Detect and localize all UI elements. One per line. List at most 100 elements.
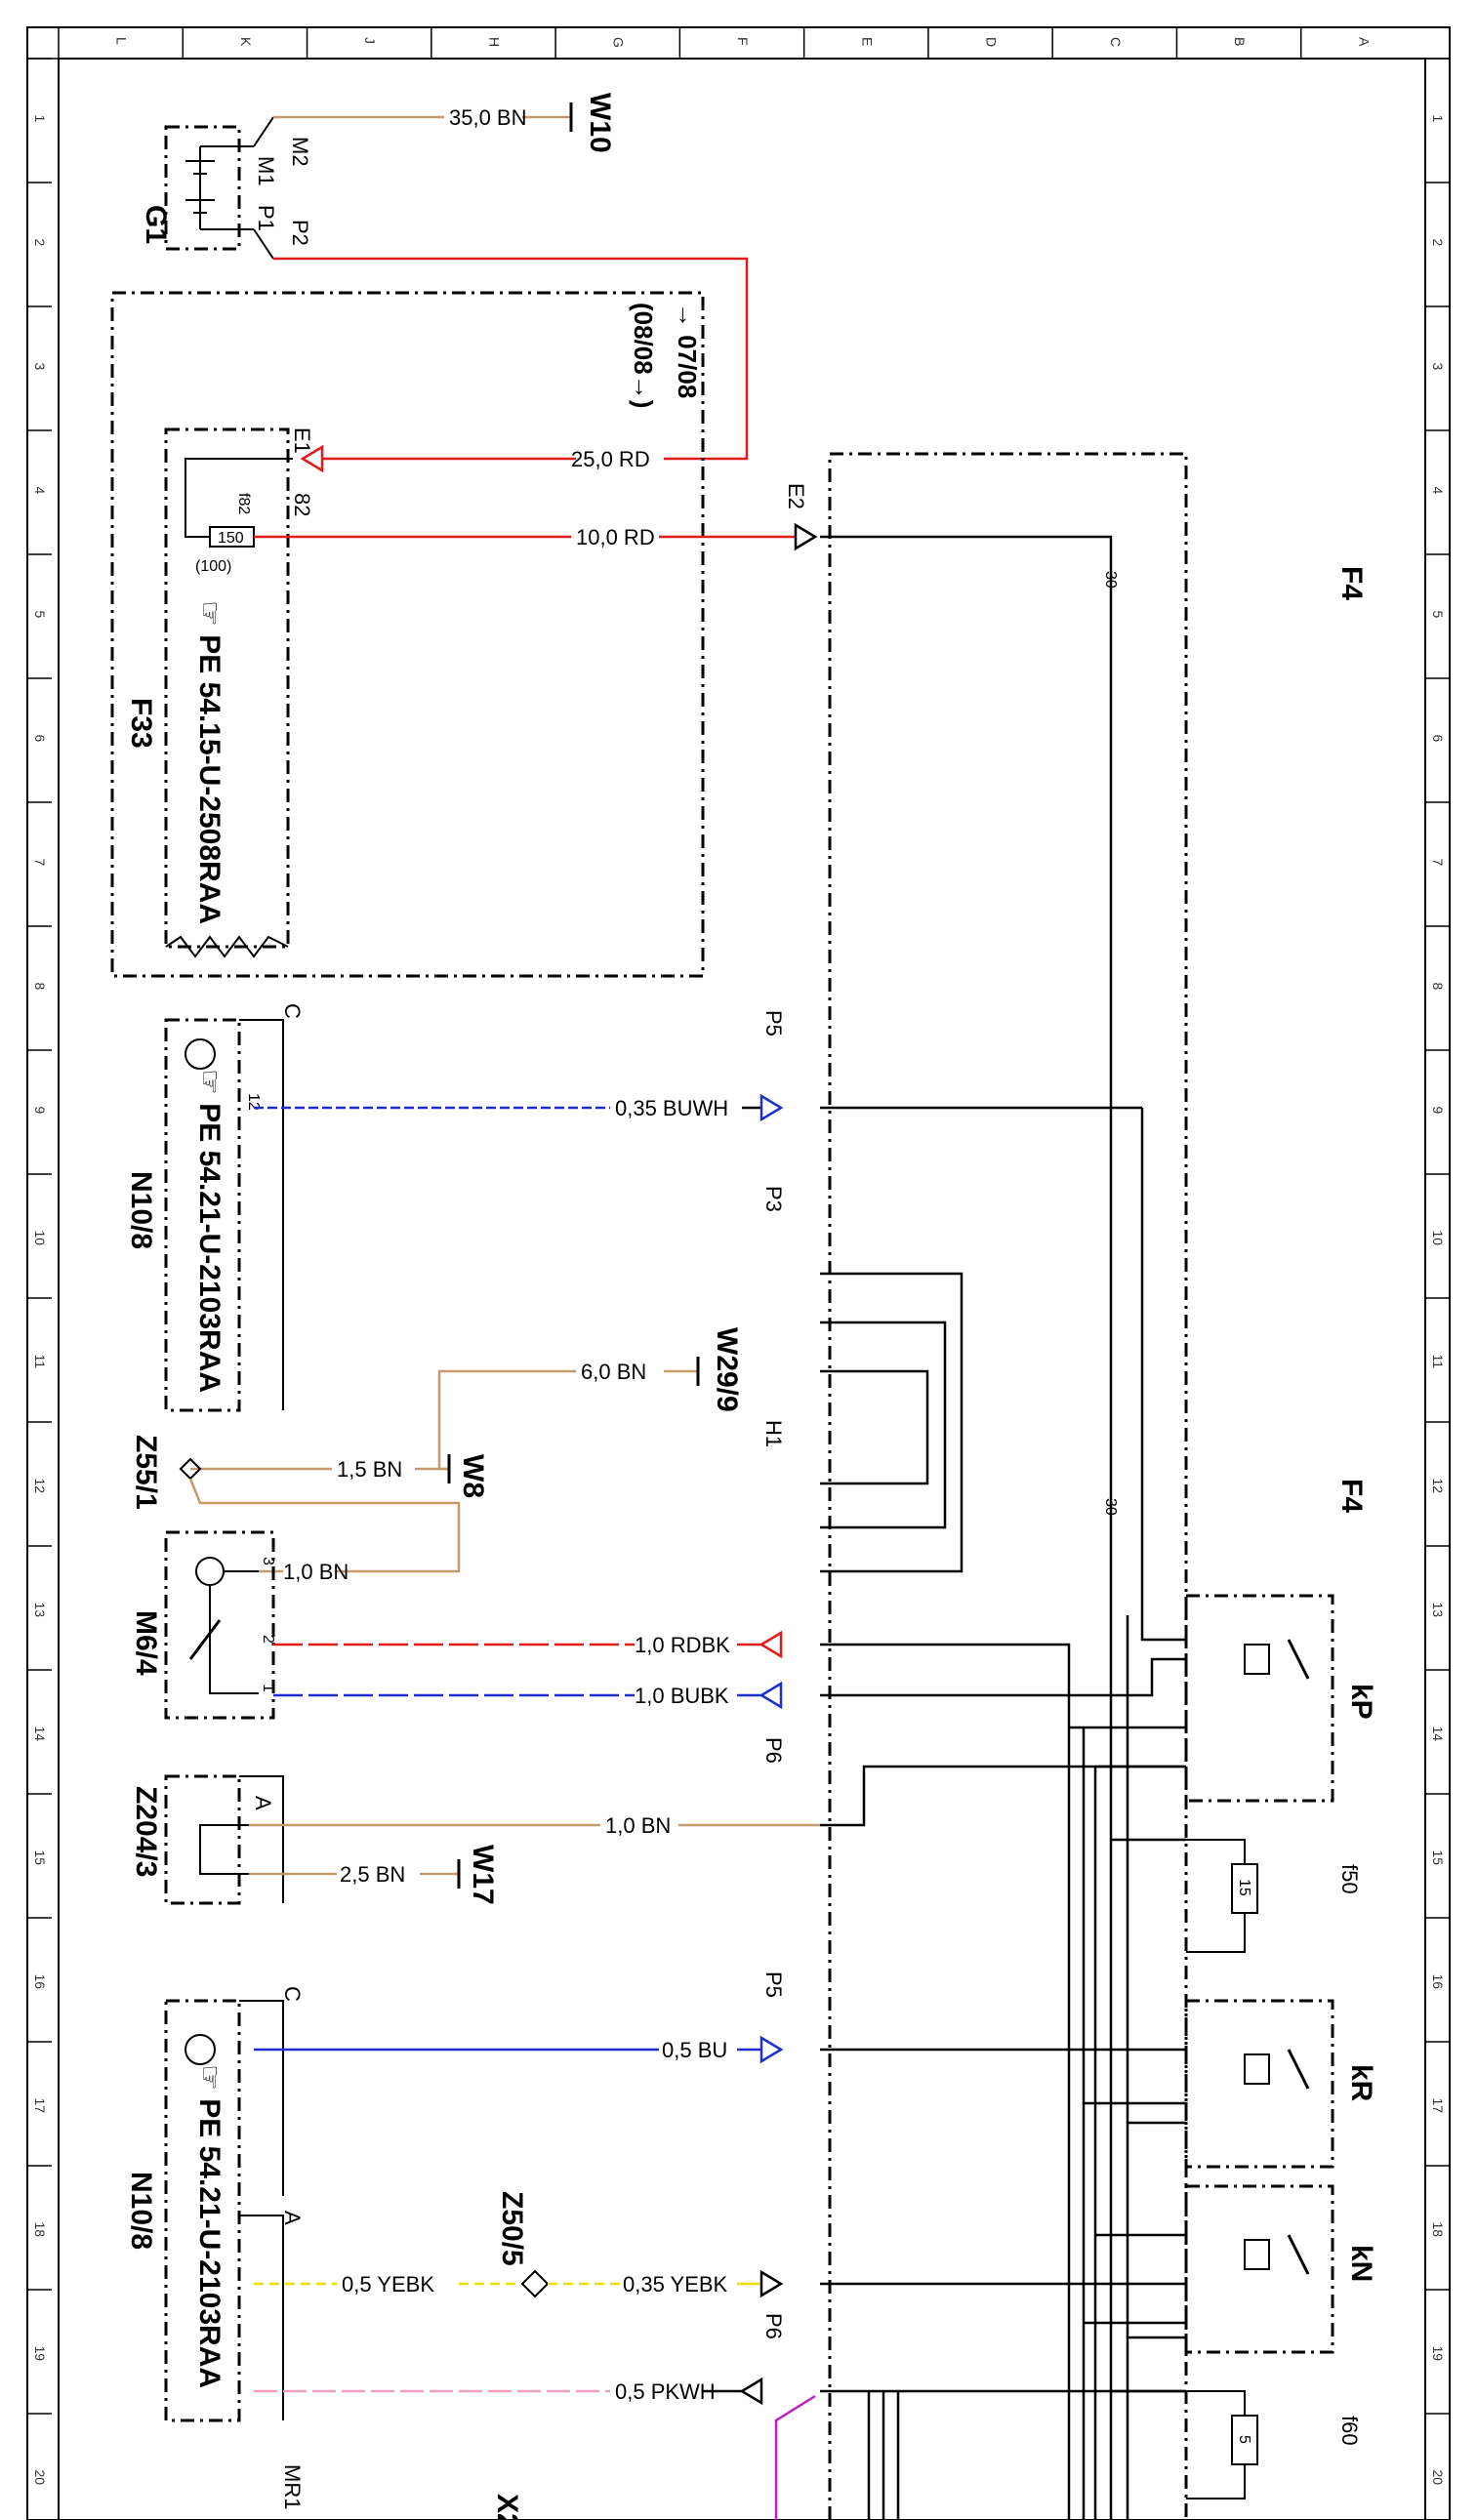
n108-label-b: N10/8 — [125, 2172, 157, 2250]
wire-rd10-label: 10,0 RD — [576, 525, 655, 549]
wire-loop-inner — [820, 1369, 929, 1485]
row-tick-label: 8 — [1430, 983, 1446, 991]
row-tick-label: 16 — [1430, 1974, 1446, 1990]
n108-box-a — [164, 1018, 241, 1412]
f33-internal — [185, 458, 293, 538]
f33-label: F33 — [125, 698, 157, 749]
column-tick-label: F — [735, 37, 751, 46]
wire-magenta — [774, 2394, 816, 2520]
row-tick-label: 17 — [32, 2098, 48, 2114]
sensor-icon-b — [185, 2034, 216, 2065]
conn-c-label: A — [280, 2211, 305, 2225]
m64-pin-3: 3 — [260, 1557, 276, 1565]
arrow-e2 — [794, 522, 818, 551]
fuse-f60-label: f60 — [1337, 2416, 1362, 2446]
f33-outer-box — [110, 291, 705, 978]
z505-label: Z50/5 — [496, 2191, 528, 2266]
column-tick-label: J — [362, 37, 378, 44]
fuse-f82-alt: (100) — [195, 558, 231, 575]
row-tick-label: 6 — [1430, 735, 1446, 743]
conn-e2: E2 — [784, 483, 808, 509]
wire-buwh-label: 0,35 BUWH — [615, 1096, 728, 1120]
n108-conn-c — [239, 2215, 284, 2420]
f33-inner-box — [164, 427, 290, 949]
arrow-p5-a — [759, 1093, 784, 1122]
g1-pin-p2: P2 — [288, 220, 312, 246]
row-tick-label: 1 — [1430, 115, 1446, 123]
conn-p6-b: P6 — [761, 2313, 786, 2339]
wire-30-label-a: 30 — [1102, 571, 1119, 589]
frame-outer — [26, 26, 1451, 2520]
row-tick-label: 2 — [1430, 239, 1446, 247]
row-tick-label: 3 — [1430, 363, 1446, 371]
fuse-f50 — [1231, 1863, 1258, 1914]
column-tick-label: H — [486, 37, 502, 47]
wire-p5-9-down — [1140, 1108, 1186, 1642]
g1-box — [164, 125, 241, 251]
row-tick-label: 7 — [1430, 859, 1446, 867]
row-tick-label: 16 — [32, 1974, 48, 1990]
wire-yebk035-label: 0,35 YEBK — [623, 2272, 728, 2296]
relay-kp-blade — [1287, 1639, 1310, 1680]
g1-pin-m2: M2 — [288, 137, 312, 167]
wire-bn25-label: 2,5 BN — [340, 1862, 405, 1887]
relay-kr-box — [1184, 1999, 1334, 2169]
column-tick-label: D — [984, 37, 1000, 47]
ground-w8-label: W8 — [457, 1454, 489, 1498]
row-tick-label: 12 — [1430, 1479, 1446, 1494]
wire-bn10a-label: 1,0 BN — [283, 1560, 349, 1584]
relay-kn-box — [1184, 2184, 1334, 2354]
wire-red-main — [273, 257, 749, 461]
row-tick-label: 18 — [1430, 2222, 1446, 2238]
wire-bn6-label: 6,0 BN — [581, 1360, 646, 1384]
relay-kn-blade — [1287, 2234, 1310, 2275]
f33-note-2: (08/08→) — [629, 303, 658, 408]
row-tick-label: 5 — [32, 611, 48, 619]
column-tick-label: L — [114, 37, 130, 45]
wire-p6-12-right — [820, 1765, 1186, 1827]
z2043-box — [164, 1774, 241, 1905]
m64-box — [164, 1530, 275, 1720]
fuse-f60-value: 5 — [1236, 2435, 1252, 2444]
m64-switch — [209, 1586, 259, 1694]
relay-kr-label: kR — [1345, 2064, 1377, 2102]
n108-label-a: N10/8 — [125, 1171, 157, 1249]
g1-pin-p1: P1 — [254, 205, 278, 231]
wire-bn10a — [188, 1478, 461, 1573]
row-tick-label: 13 — [1430, 1603, 1446, 1618]
row-tick-label: 1 — [32, 115, 48, 123]
conn-p5-a: P5 — [761, 1010, 786, 1036]
row-tick-label: 3 — [32, 363, 48, 371]
conn-a-label: A — [251, 1796, 275, 1810]
row-tick-label: 8 — [32, 983, 48, 991]
frame-inner — [58, 58, 1426, 2520]
fuse-f50-label: f50 — [1337, 1864, 1362, 1894]
row-tick-label: 7 — [32, 859, 48, 867]
n108-ref-b: ☞ PE 54.21-U-2103RAA — [193, 2064, 226, 2388]
splice-z505 — [520, 2269, 550, 2298]
relay-kn-label: kN — [1345, 2245, 1377, 2282]
column-tick-label: G — [611, 37, 627, 48]
f4-label-mid: F4 — [1335, 1479, 1368, 1513]
arrow-p5-2 — [759, 2269, 784, 2298]
row-tick-label: 9 — [1430, 1107, 1446, 1115]
bus-lines — [867, 2391, 900, 2520]
f4-box — [828, 452, 1188, 2520]
conn-g-label: C — [280, 1003, 305, 1019]
g1-pin-m1: M1 — [254, 156, 278, 186]
m64-switch-blade — [188, 1619, 222, 1660]
wire-p6-4-right — [820, 1657, 1186, 1697]
row-tick-label: 20 — [32, 2470, 48, 2486]
conn-h1: H1 — [761, 1420, 786, 1447]
n108-conn-g — [239, 1019, 284, 1410]
g1-label: G1 — [140, 205, 172, 244]
row-tick-label: 20 — [1430, 2470, 1446, 2486]
row-tick-label: 11 — [32, 1355, 48, 1369]
splice-z551 — [179, 1457, 202, 1481]
row-tick-label: 18 — [32, 2222, 48, 2238]
relay-kp-label: kP — [1345, 1684, 1377, 1720]
fuse-f60 — [1231, 2415, 1258, 2465]
arrow-p5-b — [759, 2035, 784, 2064]
